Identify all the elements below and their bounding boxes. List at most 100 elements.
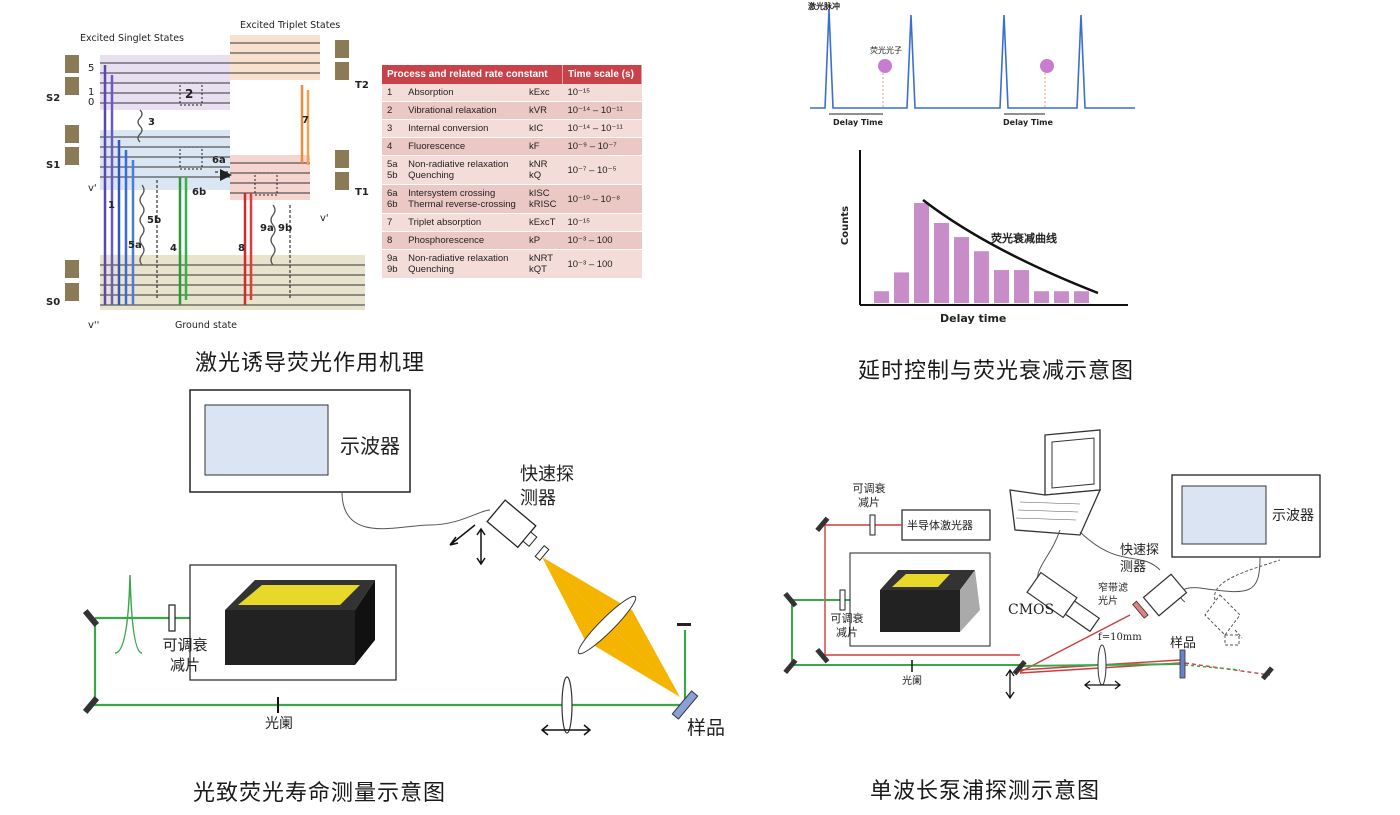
laser-label-b: 半导体激光器: [907, 519, 973, 532]
table-cell-num: 7: [382, 213, 404, 232]
fluor-photon-label: 荧光光子: [870, 46, 902, 55]
table-cell-num: 2: [382, 101, 404, 120]
table-cell-process: Absorption: [403, 84, 524, 102]
attenuator-label-b1: 可调衰减片: [852, 482, 886, 509]
caption-delay: 延时控制与荧光衰减示意图: [858, 359, 1135, 384]
table-cell-process: Fluorescence: [403, 137, 524, 156]
y-axis-label: Counts: [840, 205, 852, 246]
process-1: 1: [108, 200, 115, 211]
filter-label-b: 窄带滤光片: [1098, 583, 1128, 607]
shutter-label-b: 光阑: [902, 676, 922, 687]
process-8: 8: [238, 243, 245, 254]
table-cell-time: 10⁻³ – 100: [562, 231, 642, 250]
table-cell-rate: kNRT kQT: [523, 249, 563, 279]
table-cell-num: 9a 9b: [382, 249, 404, 279]
pulse-diagram: 激光脉冲 荧光光子 Delay Time Delay Time: [805, 0, 1145, 140]
jablonski-diagram: Excited Singlet States Excited Triplet S…: [40, 15, 380, 335]
table-cell-process: Vibrational relaxation: [403, 101, 524, 120]
detector-label-b: 快速探测器: [1120, 543, 1160, 575]
sample-label-b: 样品: [1170, 636, 1197, 651]
table-cell-rate: kP: [523, 231, 563, 250]
state-t2: T2: [355, 80, 369, 91]
table-cell-time: 10⁻³ – 100: [562, 249, 642, 279]
rate-constant-table: Process and related rate constant Time s…: [382, 65, 643, 279]
table-cell-rate: kVR: [523, 101, 563, 120]
delay-time-label-1: Delay Time: [833, 118, 883, 127]
process-3: 3: [148, 117, 155, 128]
process-7: 7: [302, 115, 309, 126]
table-cell-num: 8: [382, 231, 404, 250]
table-cell-rate: kF: [523, 137, 563, 156]
table-header-process: Process and related rate constant: [382, 65, 563, 84]
table-cell-process: Triplet absorption: [403, 213, 524, 232]
decay-bar-3: [914, 203, 929, 303]
decay-bar-4: [934, 223, 949, 303]
vib-label-s0: v'': [88, 320, 100, 331]
laser-pulse-label: 激光脉冲: [808, 2, 840, 11]
process-9b: 9b: [278, 223, 293, 234]
decay-bar-8: [1014, 270, 1029, 303]
attenuator-label-a: 可调衰减片: [162, 636, 208, 674]
table-cell-time: 10⁻¹⁰ – 10⁻⁸: [562, 184, 642, 214]
process-4: 4: [170, 243, 177, 254]
process-5b: 5b: [147, 215, 162, 226]
decay-chart: Counts Delay time 荧光衰减曲线: [838, 145, 1138, 330]
decay-bar-7: [994, 270, 1009, 303]
table-cell-process: Internal conversion: [403, 119, 524, 138]
process-6b: 6b: [192, 187, 207, 198]
table-cell-num: 1: [382, 84, 404, 102]
table-cell-time: 10⁻¹⁵: [562, 213, 642, 232]
curve-label: 荧光衰减曲线: [991, 232, 1057, 245]
vib-label-t1: v': [320, 213, 329, 224]
table-cell-rate: kExcT: [523, 213, 563, 232]
decay-bar-2: [894, 272, 909, 303]
decay-bar-10: [1054, 291, 1069, 303]
table-cell-time: 10⁻¹⁵: [562, 84, 642, 102]
state-s1: S1: [46, 160, 61, 171]
level-0: 0: [88, 97, 95, 108]
state-s0: S0: [46, 297, 61, 308]
table-cell-rate: kISC kRISC: [523, 184, 563, 214]
table-cell-rate: kIC: [523, 119, 563, 138]
table-cell-rate: kExc: [523, 84, 563, 102]
table-cell-time: 10⁻⁹ – 10⁻⁷: [562, 137, 642, 156]
table-cell-time: 10⁻⁷ – 10⁻⁵: [562, 155, 642, 185]
decay-bar-9: [1034, 291, 1049, 303]
state-t1: T1: [355, 187, 369, 198]
setup-b-diagram: 可调衰减片 半导体激光器 可调衰减片 示波器 快速探测器 窄带滤光片 CMOS …: [780, 420, 1340, 710]
sample-label-a: 样品: [687, 717, 726, 739]
scope-label-a: 示波器: [340, 434, 400, 458]
table-cell-process: Intersystem crossing Thermal reverse-cro…: [403, 184, 524, 214]
table-cell-time: 10⁻¹⁴ – 10⁻¹¹: [562, 101, 642, 120]
process-2: 2: [185, 87, 194, 101]
caption-lifetime: 光致荧光寿命测量示意图: [193, 781, 447, 806]
state-s2: S2: [46, 93, 61, 104]
process-6a: 6a: [212, 155, 226, 166]
lens-label-b: f=10mm: [1098, 632, 1142, 643]
level-1: 1: [88, 87, 95, 98]
table-cell-time: 10⁻¹⁴ – 10⁻¹¹: [562, 119, 642, 138]
attenuator-label-b2: 可调衰减片: [830, 612, 864, 639]
process-9a: 9a: [260, 223, 274, 234]
detector-label-a: 快速探测器: [520, 464, 574, 509]
table-cell-process: Non-radiative relaxation Quenching: [403, 249, 524, 279]
decay-curve: [922, 199, 1099, 295]
process-5a: 5a: [128, 240, 142, 251]
setup-a-diagram: 示波器 快速探测器 可调衰减片 光阑 样品: [80, 385, 740, 745]
delay-time-label-2: Delay Time: [1003, 118, 1053, 127]
vib-label-s1: v': [88, 183, 97, 194]
table-header-time: Time scale (s): [562, 65, 643, 84]
x-axis-label: Delay time: [940, 312, 1007, 325]
table-cell-process: Phosphorescence: [403, 231, 524, 250]
decay-bar-11: [1074, 291, 1089, 303]
shutter-label-a: 光阑: [265, 716, 293, 732]
table-cell-num: 6a 6b: [382, 184, 404, 214]
decay-bar-1: [874, 291, 889, 303]
